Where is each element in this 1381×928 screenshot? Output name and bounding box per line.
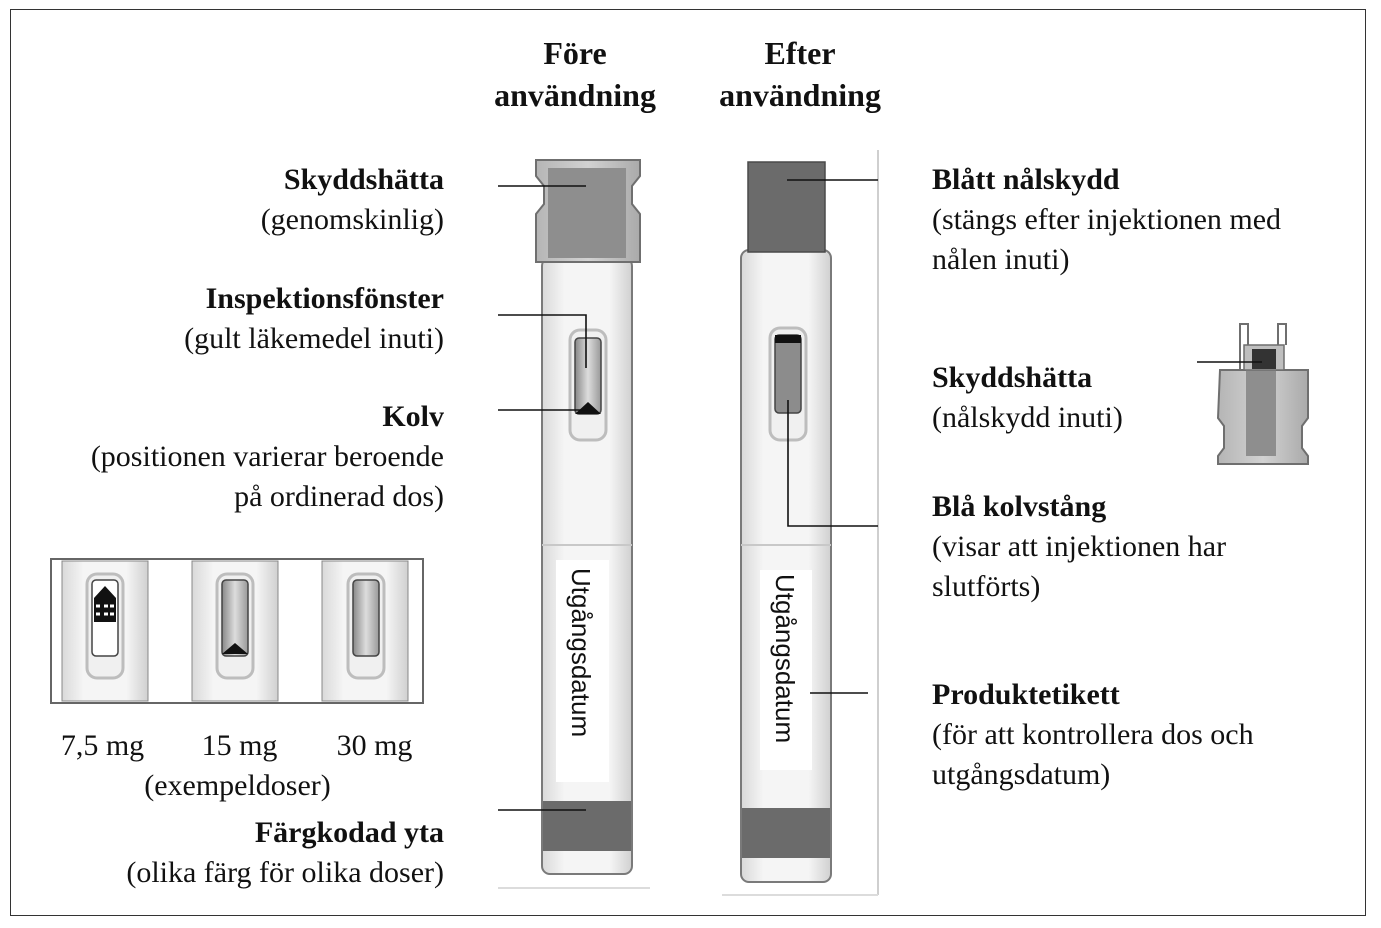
label-cap-after-desc: (nålskydd inuti) (932, 401, 1123, 434)
label-product: Produktetikett (för att kontrollera dos … (932, 675, 1254, 795)
header-before-line2: användning (494, 77, 656, 113)
color-coded-area (543, 801, 631, 851)
expiry-text-after: Utgångsdatum (770, 574, 800, 743)
label-cap-desc: (genomskinlig) (260, 203, 444, 236)
dose-window-3 (352, 579, 380, 657)
label-cap-after-title: Skyddshätta (932, 361, 1093, 394)
label-needle-guard-title: Blått nålskydd (932, 163, 1120, 196)
label-product-title: Produktetikett (932, 678, 1120, 711)
dose-2: 15 mg (201, 729, 278, 762)
cap-core (1246, 370, 1276, 456)
header-after: Efter användning (695, 32, 905, 116)
needle-shield-inside (1252, 349, 1276, 369)
label-window: Inspektionsfönster (gult läkemedel inuti… (184, 279, 444, 359)
leader-rod (787, 400, 878, 527)
label-needle-guard-desc1: (stängs efter injektionen med (932, 203, 1282, 236)
label-product-desc2: utgångsdatum) (932, 758, 1111, 791)
pen-before: Utgångsdatum (535, 159, 641, 875)
blue-needle-guard (747, 161, 826, 253)
product-label-after (760, 570, 812, 770)
product-label-before (556, 560, 609, 782)
header-after-line2: användning (719, 77, 881, 113)
label-plunger-desc2: på ordinerad dos) (234, 480, 444, 513)
label-colorband-title: Färgkodad yta (254, 816, 444, 849)
expiry-text-before: Utgångsdatum (566, 568, 596, 737)
cap-inner (548, 168, 626, 258)
label-cap-title: Skyddshätta (283, 163, 444, 196)
label-rod-desc1: (visar att injektionen har (932, 530, 1227, 563)
dose-plunger-2 (222, 643, 248, 654)
label-window-desc: (gult läkemedel inuti) (184, 322, 444, 355)
color-band-after (742, 808, 830, 858)
label-rod-desc2: slutförts) (932, 570, 1041, 603)
header-before: Före användning (470, 32, 680, 116)
leader-lines (498, 179, 1262, 811)
label-rod-title: Blå kolvstång (932, 490, 1107, 523)
dose-window-2 (221, 579, 249, 657)
rod-top (775, 335, 801, 343)
label-plunger-title: Kolv (382, 400, 444, 433)
label-cap: Skyddshätta (genomskinlig) (261, 160, 444, 240)
dose-plunger-1-marks (96, 604, 114, 616)
cap-illustration (1216, 323, 1309, 465)
header-before-line1: Före (543, 35, 607, 71)
label-needle-guard-desc2: nålen inuti) (932, 243, 1070, 276)
label-colorband: Färgkodad yta (olika färg för olika dose… (126, 813, 444, 893)
label-plunger: Kolv (positionen varierar beroende på or… (91, 397, 444, 517)
dose-1: 7,5 mg (60, 729, 145, 762)
label-plunger-desc1: (positionen varierar beroende (90, 440, 444, 473)
leader-window (498, 314, 587, 368)
plunger-shape (575, 402, 601, 414)
header-after-line1: Efter (764, 35, 836, 71)
label-needle-guard: Blått nålskydd (stängs efter injektionen… (932, 160, 1281, 280)
dose-note: (exempeldoser) (144, 769, 331, 802)
label-colorband-desc: (olika färg för olika doser) (126, 856, 444, 889)
dose-strip (50, 558, 424, 704)
figure-frame (10, 9, 1366, 916)
label-cap-after: Skyddshätta (nålskydd inuti) (932, 358, 1123, 438)
pen-after: Utgångsdatum (740, 161, 832, 883)
label-rod: Blå kolvstång (visar att injektionen har… (932, 487, 1226, 607)
dose-3: 30 mg (336, 729, 413, 762)
label-product-desc1: (för att kontrollera dos och (932, 718, 1254, 751)
label-window-title: Inspektionsfönster (205, 282, 444, 315)
